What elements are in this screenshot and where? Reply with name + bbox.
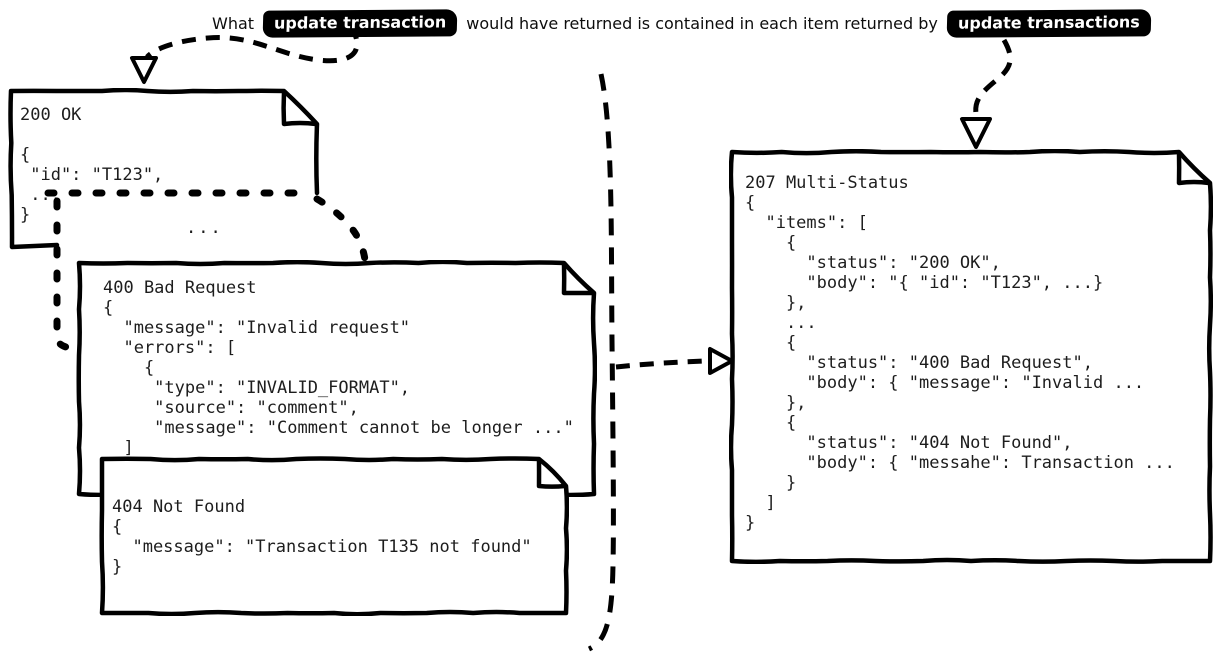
note-paper-outline — [729, 149, 1213, 564]
arrow-down-icon — [960, 117, 992, 149]
note-207-json-body: { "items": [ { "status": "200 OK", "body… — [745, 193, 1175, 533]
note-paper-edge — [561, 261, 596, 296]
note-paper-edge — [1176, 150, 1212, 186]
badge-update-transaction: update transaction — [262, 8, 458, 38]
note-404-json-body: { "message": "Transaction T135 not found… — [112, 517, 532, 577]
arrow-transactions-to-207-curve — [973, 38, 1013, 115]
note-200-json-body: { "id": "T123", ... } — [20, 145, 164, 225]
note-404-status-line: 404 Not Found — [112, 497, 246, 517]
note-207-multi-status: 207 Multi-Status { "items": [ { "status"… — [729, 149, 1213, 564]
note-paper-fill — [11, 90, 318, 248]
note-paper-fill — [729, 149, 1213, 564]
title-prefix: What — [212, 13, 255, 33]
note-paper-edge — [281, 89, 319, 127]
diagram-title: What update transaction would have retur… — [212, 6, 1152, 40]
stack-ellipsis: ... — [186, 218, 223, 238]
title-middle: would have returned is contained in each… — [466, 13, 938, 33]
dotted-edge-hook — [313, 195, 369, 264]
note-400-json-body: { "message": "Invalid request" "errors":… — [103, 298, 574, 478]
note-paper-edge — [536, 457, 568, 489]
arrow-stack-to-207-line — [615, 358, 707, 370]
note-paper-fill — [99, 456, 569, 616]
note-404-not-found: 404 Not Found { "message": "Transaction … — [99, 456, 569, 616]
note-paper-outline — [99, 456, 569, 616]
note-400-status-line: 400 Bad Request — [103, 278, 257, 298]
note-200-ok: 200 OK { "id": "T123", ... } — [8, 88, 320, 250]
note-207-status-line: 207 Multi-Status — [745, 173, 909, 193]
note-paper-outline — [8, 88, 320, 250]
arrow-down-icon — [130, 56, 158, 84]
badge-update-transactions: update transactions — [946, 8, 1152, 38]
note-200-status-line: 200 OK — [20, 105, 82, 125]
note-400-bad-request: 400 Bad Request { "message": "Invalid re… — [76, 260, 597, 497]
